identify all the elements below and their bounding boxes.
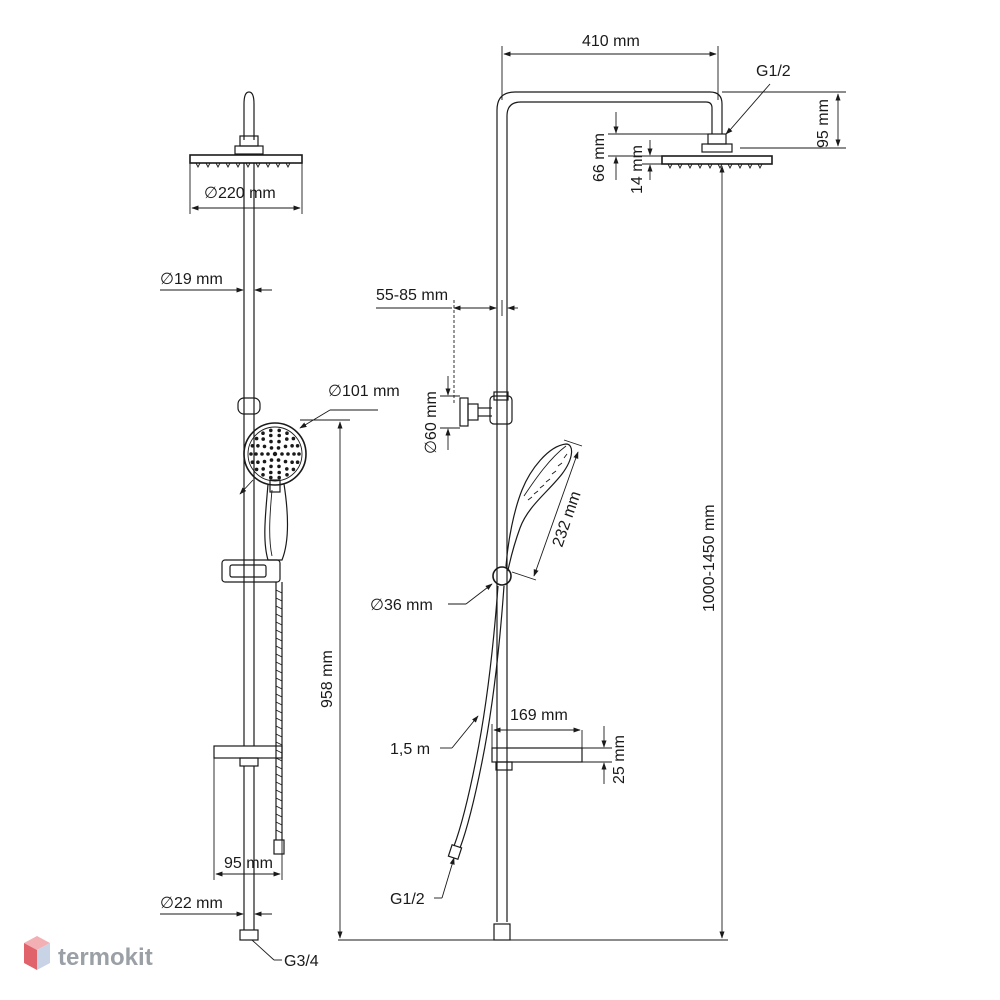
head-thread-label: G1/2 (756, 63, 791, 80)
spray-nozzle (269, 433, 273, 438)
front-view: ∅220 mm ∅19 mm ∅101 mm (160, 91, 728, 970)
spray-nozzle (256, 460, 260, 465)
handshower-diameter-label: ∅101 mm (328, 383, 400, 400)
spray-nozzle (295, 460, 300, 465)
spray-nozzle (283, 444, 288, 449)
spray-nozzle (262, 444, 267, 449)
front-upper-bracket (237, 397, 261, 415)
spray-nozzle (269, 475, 273, 480)
spray-nozzle (285, 467, 289, 471)
spray-nozzle (285, 437, 289, 441)
spray-nozzle (254, 436, 259, 441)
hose-length-label: 1,5 m (390, 741, 430, 758)
spray-nozzle (276, 446, 281, 450)
spray-nozzle (261, 467, 266, 471)
spray-nozzle (285, 431, 289, 436)
side-head-connector (707, 133, 727, 145)
wall-distance-label: 55-85 mm (376, 287, 448, 304)
spray-nozzle (291, 436, 296, 441)
front-rain-head-nozzles (195, 162, 291, 169)
spray-nozzle (290, 444, 294, 448)
spray-nozzle (277, 470, 282, 475)
spray-nozzle (272, 451, 278, 457)
handshower-spray-nozzles (249, 428, 301, 480)
spray-nozzle (269, 464, 273, 469)
spray-nozzle (261, 437, 266, 441)
side-wall-bracket (459, 391, 513, 427)
spray-nozzle (250, 460, 255, 465)
spray-nozzle (254, 467, 259, 472)
spray-nozzle (297, 452, 301, 456)
spray-nozzle (254, 452, 258, 456)
side-diverter (492, 566, 512, 586)
spray-nozzle (249, 452, 253, 456)
front-hose-end (273, 839, 285, 855)
spray-nozzle (277, 433, 282, 438)
spray-nozzle (292, 452, 296, 456)
spray-nozzle (276, 458, 281, 462)
brand-name: termokit (58, 944, 153, 971)
spray-nozzle (290, 460, 294, 465)
head-diameter-label: ∅220 mm (204, 185, 276, 202)
spray-nozzle (280, 452, 284, 456)
spray-nozzle (269, 458, 274, 462)
spray-nozzle (262, 459, 267, 464)
front-rain-head (189, 154, 303, 164)
side-shelf (491, 747, 583, 763)
spray-nozzle (277, 475, 282, 480)
shelf-depth-label: 169 mm (510, 707, 568, 724)
front-gooseneck (243, 91, 255, 140)
spray-nozzle (291, 467, 296, 472)
spray-nozzle (269, 439, 273, 444)
spray-nozzle (269, 428, 273, 433)
spray-nozzle (266, 452, 270, 456)
height-range-label: 1000-1450 mm (701, 504, 718, 612)
spray-nozzle (269, 470, 273, 475)
spray-nozzle (277, 439, 281, 444)
shelf-width-label: 95 mm (224, 855, 273, 872)
spray-nozzle (256, 444, 260, 448)
handshower-length-label: 232 mm (550, 489, 585, 549)
spray-nozzle (277, 464, 281, 469)
spray-nozzle (269, 446, 274, 450)
arm-height-label: 95 mm (815, 99, 832, 148)
spray-nozzle (295, 444, 300, 448)
front-inlet-fitting (239, 929, 259, 941)
brand-cube-icon (24, 936, 50, 970)
side-inlet-fitting (493, 923, 511, 941)
spray-nozzle (250, 444, 255, 448)
arm-length-label: 410 mm (582, 33, 640, 50)
total-height-label: 958 mm (319, 650, 336, 708)
head-drop-label: 66 mm (591, 133, 608, 182)
diverter-diameter-label: ∅36 mm (370, 597, 433, 614)
spray-nozzle (286, 452, 290, 456)
bracket-diameter-label: ∅60 mm (423, 391, 440, 454)
hose-thread-label: G1/2 (390, 891, 425, 908)
front-head-connector (239, 135, 259, 147)
front-handshower (243, 422, 307, 561)
inlet-thread-label: G3/4 (284, 953, 319, 970)
spray-nozzle (285, 473, 289, 477)
spray-nozzle (283, 459, 288, 464)
shelf-height-label: 25 mm (611, 735, 628, 784)
spray-nozzle (277, 428, 282, 433)
spray-nozzle (260, 452, 264, 456)
head-thickness-label: 14 mm (629, 145, 646, 194)
front-shelf (213, 745, 283, 759)
brand-logo: termokit (24, 936, 153, 971)
side-rain-head (661, 155, 773, 165)
pipe-diameter-label: ∅19 mm (160, 271, 223, 288)
front-head-nut (234, 145, 264, 155)
side-view: 410 mm G1/2 95 mm 66 mm 14 mm (370, 33, 846, 941)
bottom-pipe-diameter-label: ∅22 mm (160, 895, 223, 912)
side-hose (453, 585, 499, 847)
front-slider-holder (221, 559, 281, 583)
side-head-nut (701, 143, 733, 153)
side-hose-end (447, 843, 463, 861)
side-riser-and-arm (496, 91, 723, 922)
spray-nozzle (261, 431, 265, 436)
spray-nozzle (261, 473, 265, 477)
